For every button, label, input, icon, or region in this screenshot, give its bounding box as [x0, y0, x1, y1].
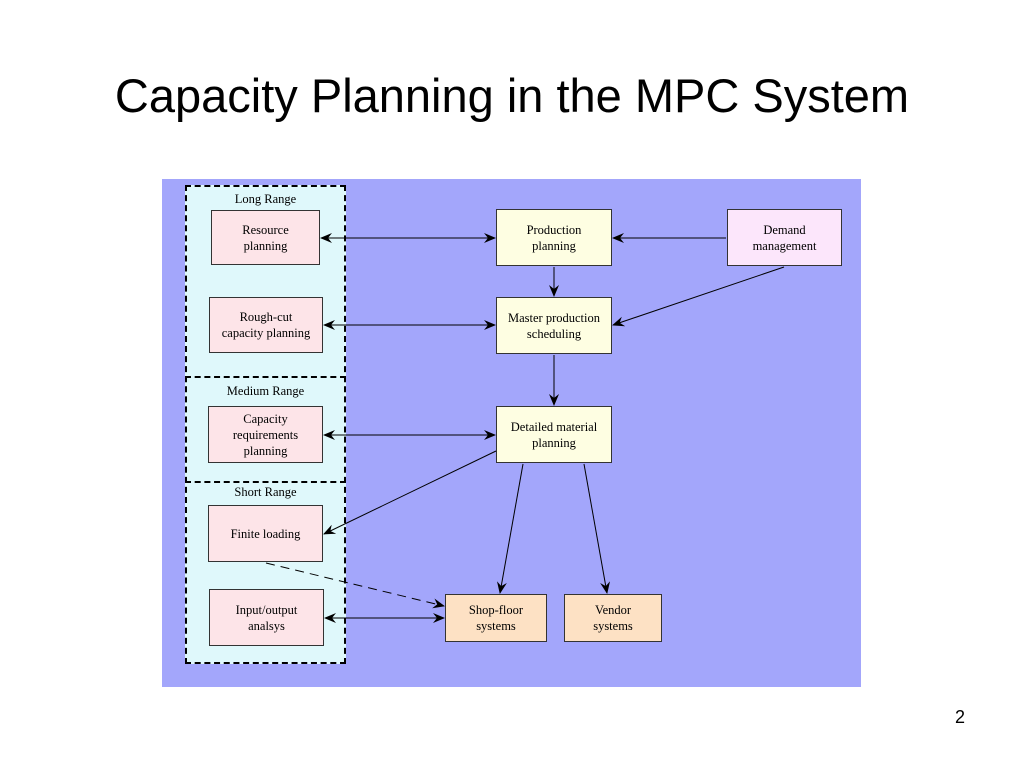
short-range-label: Short Range	[234, 485, 297, 499]
slide-title: Capacity Planning in the MPC System	[114, 69, 910, 122]
input-output-analysis-box: Input/output analsys	[209, 589, 324, 646]
rough-cut-capacity-planning-box: Rough-cut capacity planning	[209, 297, 323, 353]
finite-loading-box: Finite loading	[208, 505, 323, 562]
demand-management-box: Demand management	[727, 209, 842, 266]
capacity-requirements-planning-box: Capacity requirements planning	[208, 406, 323, 463]
shop-floor-systems-box: Shop-floor systems	[445, 594, 547, 642]
long-range-label: Long Range	[234, 192, 297, 206]
vendor-systems-box: Vendor systems	[564, 594, 662, 642]
medium-range-label: Medium Range	[226, 384, 305, 398]
production-planning-box: Production planning	[496, 209, 612, 266]
resource-planning-box: Resource planning	[211, 210, 320, 265]
detailed-material-planning-box: Detailed material planning	[496, 406, 612, 463]
medium-range-divider	[185, 376, 346, 378]
short-range-divider	[185, 481, 346, 483]
page-number: 2	[954, 707, 965, 727]
master-production-scheduling-box: Master production scheduling	[496, 297, 612, 354]
